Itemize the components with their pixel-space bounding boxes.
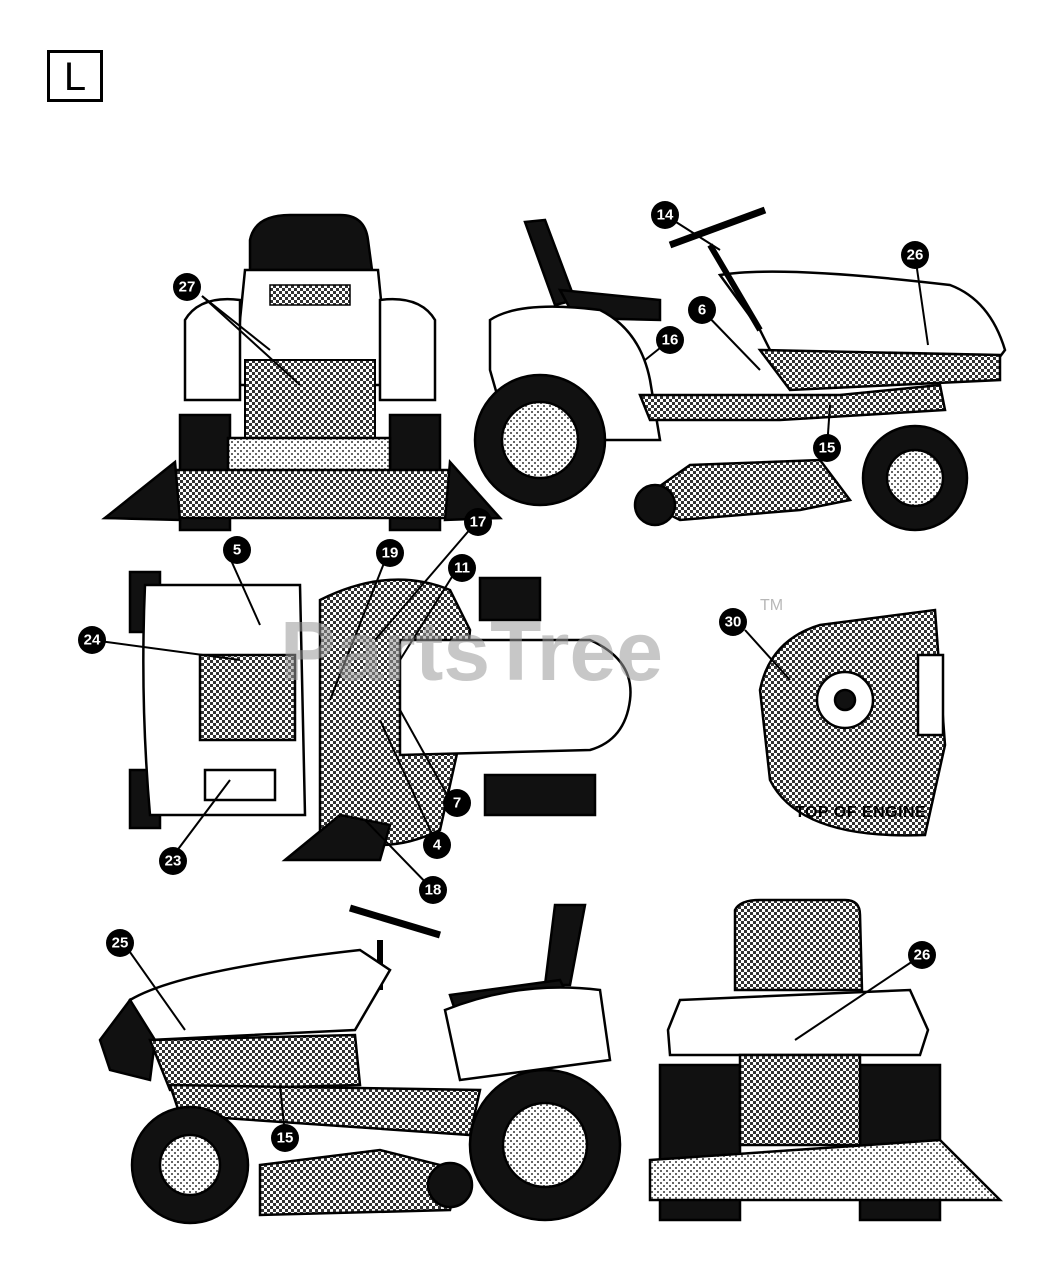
svg-text:15: 15 bbox=[277, 1130, 294, 1147]
top-of-engine-caption: TOP OF ENGINE bbox=[795, 804, 926, 821]
callout-27: 27 bbox=[173, 273, 201, 301]
callout-26: 26 bbox=[901, 241, 929, 269]
callout-4: 4 bbox=[423, 831, 451, 859]
callout-7: 7 bbox=[443, 789, 471, 817]
callout-24: 24 bbox=[78, 626, 106, 654]
svg-text:27: 27 bbox=[179, 279, 196, 296]
callout-26-bottom: 26 bbox=[908, 941, 936, 969]
right-side-view-tractor bbox=[473, 206, 1007, 532]
left-side-view-tractor bbox=[98, 903, 622, 1225]
callout-30: 30 bbox=[719, 608, 747, 636]
svg-text:24: 24 bbox=[84, 632, 101, 649]
callout-14: 14 bbox=[651, 201, 679, 229]
section-letter: L bbox=[63, 55, 87, 99]
callout-11: 11 bbox=[448, 554, 476, 582]
rear-view-tractor bbox=[648, 898, 1004, 1222]
callout-5: 5 bbox=[223, 536, 251, 564]
callout-23: 23 bbox=[159, 847, 187, 875]
svg-text:6: 6 bbox=[698, 302, 706, 319]
callout-17: 17 bbox=[464, 508, 492, 536]
svg-text:19: 19 bbox=[382, 545, 399, 562]
callout-16: 16 bbox=[656, 326, 684, 354]
svg-text:16: 16 bbox=[662, 332, 679, 349]
svg-text:25: 25 bbox=[112, 935, 129, 952]
svg-text:5: 5 bbox=[233, 542, 241, 559]
callout-25: 25 bbox=[106, 929, 134, 957]
svg-text:23: 23 bbox=[165, 853, 182, 870]
watermark-text: PartsTree bbox=[280, 604, 663, 698]
section-label-box: L bbox=[47, 50, 103, 102]
svg-text:17: 17 bbox=[470, 514, 487, 531]
svg-text:7: 7 bbox=[453, 795, 461, 812]
svg-text:26: 26 bbox=[907, 247, 924, 264]
watermark: PartsTree TM bbox=[280, 597, 783, 698]
svg-text:4: 4 bbox=[433, 837, 442, 854]
top-view-tractor bbox=[91, 526, 632, 891]
callout-18: 18 bbox=[419, 876, 447, 904]
svg-text:26: 26 bbox=[914, 947, 931, 964]
callout-15-bottom: 15 bbox=[271, 1124, 299, 1152]
top-of-engine-view bbox=[744, 608, 947, 837]
svg-text:18: 18 bbox=[425, 882, 442, 899]
front-view-tractor bbox=[101, 213, 503, 532]
callout-6: 6 bbox=[688, 296, 716, 324]
callout-19: 19 bbox=[376, 539, 404, 567]
svg-text:11: 11 bbox=[454, 560, 470, 577]
callout-15: 15 bbox=[813, 434, 841, 462]
svg-text:14: 14 bbox=[657, 207, 674, 224]
svg-text:30: 30 bbox=[725, 614, 742, 631]
watermark-tm: TM bbox=[760, 597, 783, 614]
svg-text:15: 15 bbox=[819, 440, 836, 457]
